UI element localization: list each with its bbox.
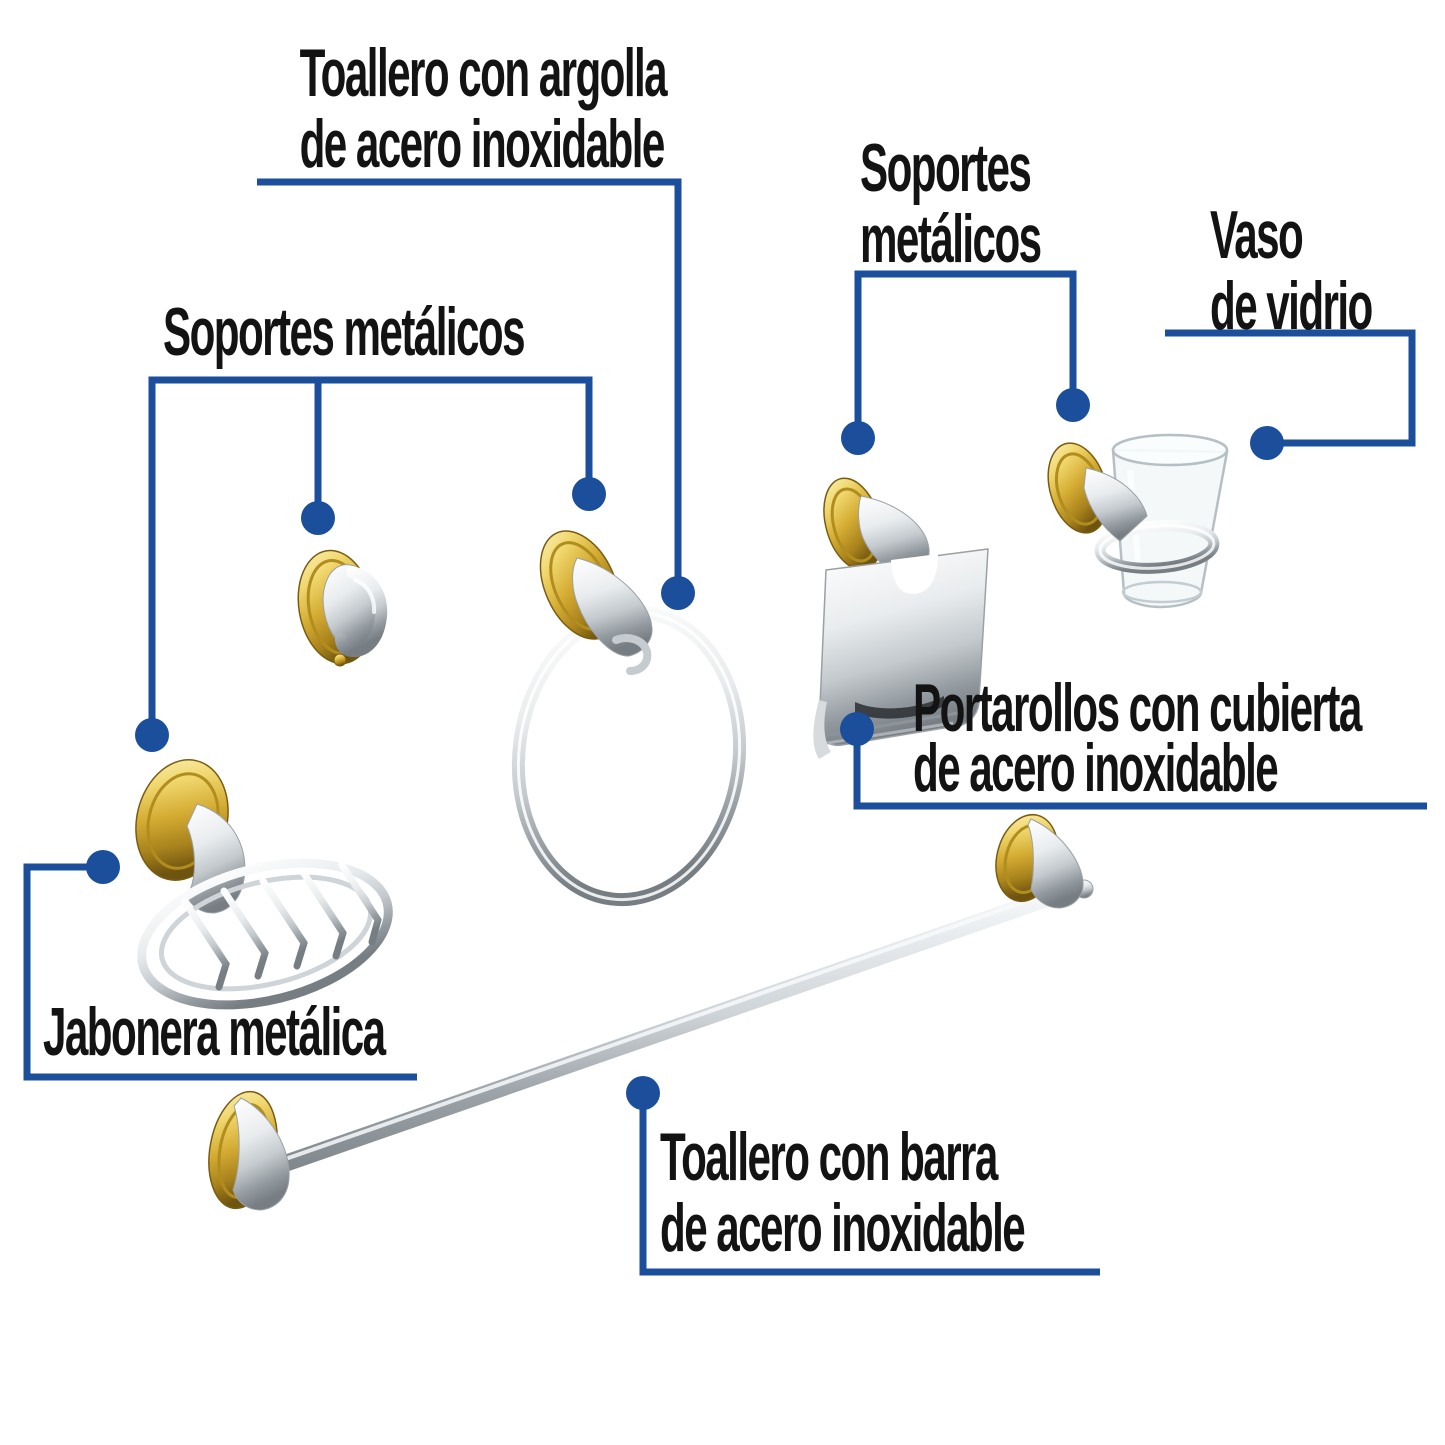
label-paper-holder: Portarollos con cubierta de acero inoxid… [913, 670, 1445, 806]
connector-towel-bar [639, 1101, 1100, 1276]
label-glass-cup: Vaso de vidrio [1210, 200, 1445, 342]
label-line: Toallero con argolla [299, 35, 668, 111]
label-line: Vaso [1210, 197, 1304, 273]
connector-glass-cup [1165, 329, 1416, 447]
pointer-dot-support-ring [572, 477, 606, 511]
label-line: de acero inoxidable [913, 730, 1279, 806]
connector-supports-left [148, 376, 593, 727]
label-line: de acero inoxidable [660, 1190, 1026, 1266]
pointer-dot-support-paper [841, 421, 875, 455]
label-line: Toallero con barra [660, 1119, 998, 1195]
label-line: Soportes metálicos [163, 294, 526, 370]
label-line: Soportes [860, 130, 1032, 206]
label-line: de vidrio [1210, 268, 1373, 344]
label-towel-ring: Toallero con argolla de acero inoxidable [197, 38, 737, 180]
connector-supports-right [854, 270, 1077, 430]
label-supports-left: Soportes metálicos [163, 297, 745, 368]
pointer-dot-towel-bar [626, 1076, 660, 1110]
pointer-dot-support-hook [301, 501, 335, 535]
toilet-paper-holder-icon [813, 477, 989, 759]
soap-dish-icon [135, 759, 393, 1010]
connector-soap-dish [23, 863, 417, 1081]
pointer-dot-soap-dish [86, 850, 120, 884]
connector-lines [23, 178, 1427, 1276]
connector-paper-holder [853, 737, 1427, 810]
connector-towel-ring [257, 178, 682, 585]
label-towel-bar: Toallero con barra de acero inoxidable [660, 1122, 1247, 1264]
label-soap-dish: Jabonera metálica [43, 997, 594, 1068]
towel-ring-icon [511, 530, 747, 907]
label-line: Portarollos con cubierta [913, 670, 1362, 746]
pointer-dot-paper-holder [840, 712, 874, 746]
pointer-dot-support-glass [1056, 388, 1090, 422]
pointer-dot-towel-ring [661, 576, 695, 610]
towel-bar-icon [208, 813, 1094, 1211]
label-supports-right: Soportes metálicos [860, 133, 1151, 275]
pointer-dot-support-soap [135, 718, 169, 752]
glass-tumbler-holder-icon [1047, 433, 1229, 609]
label-line: de acero inoxidable [299, 106, 666, 182]
wall-hook-icon [297, 549, 388, 667]
pointer-dot-glass-cup [1250, 426, 1284, 460]
label-line: metálicos [860, 201, 1042, 277]
label-line: Jabonera metálica [43, 994, 386, 1070]
